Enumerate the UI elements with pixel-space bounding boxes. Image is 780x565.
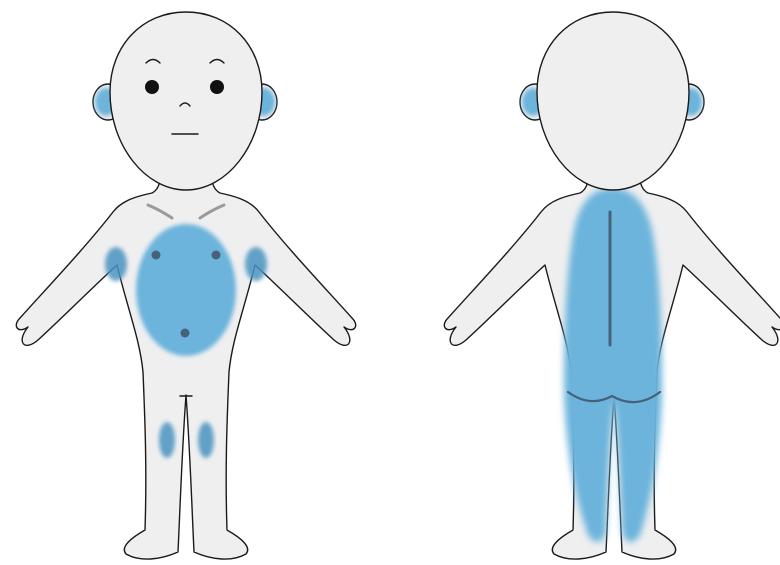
front-armpit-left [105, 247, 127, 281]
front-armpit-right [245, 247, 267, 281]
back-torso-area [564, 188, 662, 542]
front-nipple-right [212, 251, 221, 260]
back-figure [444, 12, 780, 559]
front-eye-left [145, 80, 159, 94]
front-figure [16, 12, 355, 559]
front-navel [181, 329, 190, 338]
front-thigh-right [198, 422, 214, 458]
front-eye-right [210, 80, 224, 94]
front-thigh-left [159, 422, 175, 458]
back-head [537, 12, 689, 190]
front-nipple-left [152, 251, 161, 260]
front-head [110, 12, 262, 190]
